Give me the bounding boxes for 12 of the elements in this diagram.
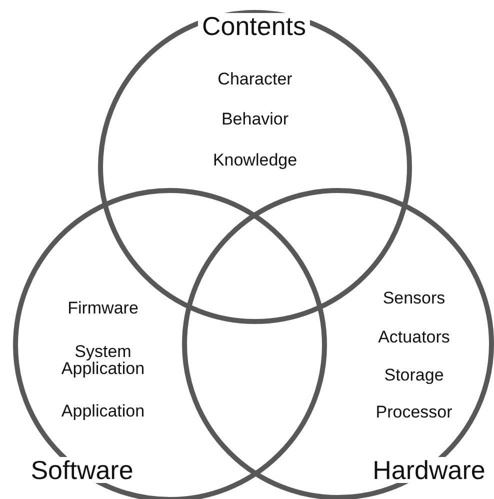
- list-item: Behavior: [221, 110, 289, 128]
- list-item: Application: [61, 402, 145, 420]
- venn-circle: [13, 188, 327, 499]
- list-item: Processor: [376, 404, 452, 420]
- list-item: Firmware: [68, 300, 138, 316]
- venn-circle: [182, 188, 494, 499]
- list-item: Character: [218, 70, 292, 88]
- list-item: Sensors: [382, 290, 446, 306]
- list-item: System Application: [60, 343, 146, 377]
- list-item: Actuators: [378, 328, 450, 346]
- list-item: Knowledge: [212, 152, 298, 168]
- list-item: Storage: [384, 366, 444, 384]
